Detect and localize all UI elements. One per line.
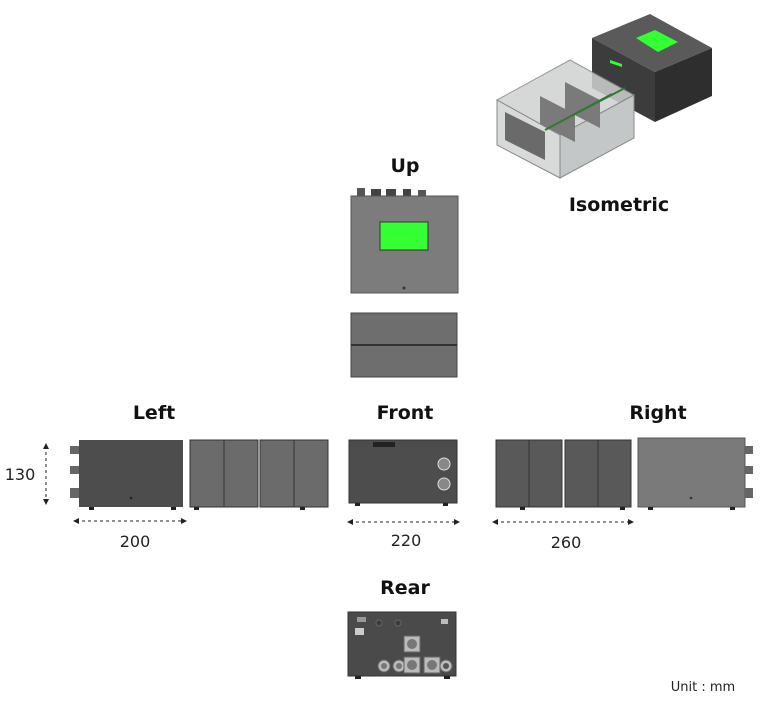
left-view xyxy=(70,439,329,510)
label-right: Right xyxy=(629,402,686,424)
up-view xyxy=(350,188,459,294)
label-front: Front xyxy=(377,402,434,424)
rear-view xyxy=(347,611,457,679)
label-isometric: Isometric xyxy=(569,194,669,216)
label-up: Up xyxy=(390,155,419,177)
dimension-depth-value: 200 xyxy=(120,532,151,551)
dimension-length-value: 260 xyxy=(551,533,582,552)
isometric-view xyxy=(495,14,712,179)
right-view xyxy=(495,437,753,510)
label-rear: Rear xyxy=(380,577,430,599)
dimension-height-value: 130 xyxy=(5,465,36,484)
bottom-view xyxy=(350,312,458,378)
label-left: Left xyxy=(133,402,175,424)
front-view xyxy=(348,439,458,506)
dimension-width-value: 220 xyxy=(391,531,422,550)
unit-label: Unit : mm xyxy=(671,680,735,695)
